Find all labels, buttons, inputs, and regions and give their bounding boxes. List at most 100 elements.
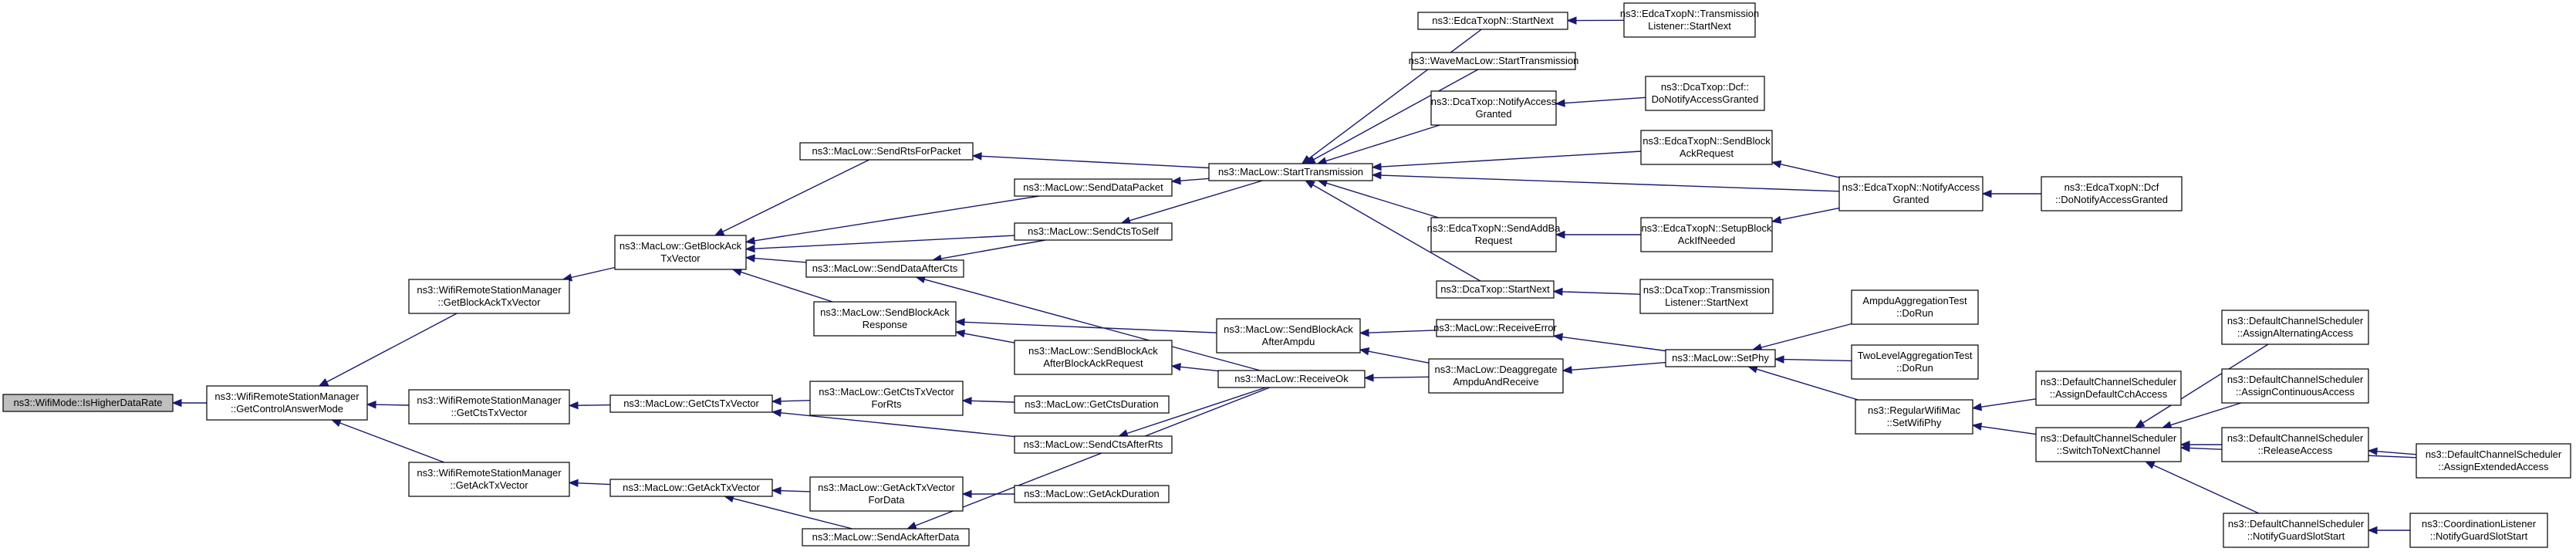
node-twoLevelTest[interactable]: TwoLevelAggregationTest::DoRun: [1851, 344, 1979, 380]
node-dcsSwitch[interactable]: ns3::DefaultChannelScheduler::SwitchToNe…: [2035, 427, 2182, 462]
node-sendRts[interactable]: ns3::MacLow::SendRtsForPacket: [799, 142, 974, 161]
arrowhead: [1305, 155, 1316, 164]
edge-line: [915, 387, 1271, 526]
arrowhead: [1971, 422, 1983, 431]
arrowhead: [568, 401, 579, 410]
node-box: [1014, 340, 1173, 375]
node-label: ::AssignContinuousAccess: [2236, 386, 2355, 398]
node-sendCtsAfterRts[interactable]: ns3::MacLow::SendCtsAfterRts: [1014, 435, 1173, 454]
node-mlGetBlockAck[interactable]: ns3::MacLow::GetBlockAckTxVector: [614, 235, 747, 270]
node-box: [1640, 130, 1773, 165]
node-dcsAssignAlternating[interactable]: ns3::DefaultChannelScheduler::AssignAlte…: [2221, 310, 2369, 345]
node-label: ns3::MacLow::SendCtsAfterRts: [1024, 438, 1163, 450]
arrowhead: [2179, 444, 2190, 452]
node-dcsAssignContinuous[interactable]: ns3::DefaultChannelScheduler::AssignCont…: [2221, 368, 2369, 404]
node-wrsmGetBlockAck[interactable]: ns3::WifiRemoteStationManager::GetBlockA…: [408, 279, 570, 314]
node-label: TwoLevelAggregationTest: [1858, 350, 1973, 361]
node-box: [609, 394, 773, 413]
node-label: ns3::DefaultChannelScheduler: [2228, 518, 2365, 530]
node-edcaDcfDoNotify[interactable]: ns3::EdcaTxopN::Dcf::DoNotifyAccessGrant…: [2041, 176, 2183, 212]
arrowhead: [1371, 162, 1382, 171]
node-dcsAssignDefaultCch[interactable]: ns3::DefaultChannelScheduler::AssignDefa…: [2035, 371, 2182, 406]
edge-line: [375, 404, 410, 406]
node-receiveError[interactable]: ns3::MacLow::ReceiveError: [1433, 319, 1558, 337]
node-label: ns3::CoordinationListener: [2422, 518, 2537, 530]
node-getAckDuration[interactable]: ns3::MacLow::GetAckDuration: [1014, 485, 1170, 503]
edge-line: [981, 155, 1210, 169]
arrowhead: [1359, 328, 1369, 337]
edge-wrsmGetCts-to-getControlAnswerMode: [366, 400, 410, 409]
node-label: ::GetAckTxVector: [450, 479, 528, 491]
node-wrsmGetCts[interactable]: ns3::WifiRemoteStationManager::GetCtsTxV…: [408, 389, 570, 425]
node-box: [614, 235, 747, 270]
node-box: [2221, 427, 2369, 462]
node-waveStartTx[interactable]: ns3::WaveMacLow::StartTransmission: [1409, 52, 1579, 70]
node-label: AfterAmpdu: [1262, 336, 1315, 347]
node-box: [1014, 485, 1170, 503]
node-label: ns3::MacLow::GetAckTxVector: [623, 482, 760, 493]
node-dcsAssignExtended[interactable]: ns3::DefaultChannelScheduler::AssignExte…: [2416, 443, 2571, 479]
node-mlGetCts[interactable]: ns3::MacLow::GetCtsTxVector: [609, 394, 773, 413]
node-label: AmpduAggregationTest: [1862, 295, 1967, 306]
node-box: [206, 385, 368, 421]
arrowhead: [171, 398, 182, 408]
node-sendBlockAckAfterReq[interactable]: ns3::MacLow::SendBlockAckAfterBlockAckRe…: [1014, 340, 1173, 375]
node-edcaTlStartNext[interactable]: ns3::EdcaTxopN::TransmissionListener::St…: [1620, 2, 1759, 38]
edge-sendBlockAckAfterAmpdu-to-sendBlockAckResp: [954, 318, 1217, 333]
node-label: ns3::EdcaTxopN::Dcf: [2065, 181, 2159, 193]
node-label: Listener::StartNext: [1648, 20, 1731, 32]
node-label: ns3::MacLow::GetAckTxVector: [818, 482, 955, 493]
node-dcfDoNotify[interactable]: ns3::DcaTxop::Dcf::DoNotifyAccessGranted: [1645, 76, 1765, 111]
node-label: ForData: [869, 494, 906, 506]
node-coordNotifyGuard[interactable]: ns3::CoordinationListener::NotifyGuardSl…: [2409, 513, 2548, 548]
node-wrsmGetAck[interactable]: ns3::WifiRemoteStationManager::GetAckTxV…: [408, 462, 570, 497]
node-ampduTest[interactable]: AmpduAggregationTest::DoRun: [1851, 289, 1979, 325]
node-dcaTlStartNext[interactable]: ns3::DcaTxop::TransmissionListener::Star…: [1639, 279, 1774, 314]
node-receiveOk[interactable]: ns3::MacLow::ReceiveOk: [1217, 370, 1366, 388]
arrowhead: [1771, 160, 1782, 168]
node-edcaStartNext[interactable]: ns3::EdcaTxopN::StartNext: [1417, 12, 1568, 30]
node-mlGetAck[interactable]: ns3::MacLow::GetAckTxVector: [609, 479, 773, 497]
node-label: ns3::RegularWifiMac: [1868, 404, 1960, 416]
edge-line: [1180, 178, 1210, 181]
edge-line: [780, 490, 811, 492]
node-setPhy[interactable]: ns3::MacLow::SetPhy: [1665, 349, 1776, 367]
node-label: ns3::MacLow::GetBlockAck: [620, 240, 742, 252]
node-box: [2035, 427, 2182, 462]
node-sendDataAfterCts[interactable]: ns3::MacLow::SendDataAfterCts: [805, 259, 964, 278]
node-label: ns3::MacLow::SendAckAfterData: [812, 531, 961, 543]
node-dcaNotifyGranted[interactable]: ns3::DcaTxop::NotifyAccessGranted: [1430, 90, 1557, 126]
node-box: [1436, 319, 1555, 337]
node-startTransmission[interactable]: ns3::MacLow::StartTransmission: [1208, 163, 1373, 181]
edge-receiveOk-to-sendAckAfterData: [906, 387, 1271, 530]
node-box: [1217, 370, 1366, 388]
node-label: AmpduAndReceive: [1453, 376, 1538, 387]
node-sendCtsToSelf[interactable]: ns3::MacLow::SendCtsToSelf: [1014, 222, 1173, 241]
node-label: ::NotifyGuardSlotStart: [2247, 530, 2345, 542]
node-dcsNotifyGuard[interactable]: ns3::DefaultChannelScheduler::NotifyGuar…: [2223, 513, 2369, 548]
node-sendDataPacket[interactable]: ns3::MacLow::SendDataPacket: [1014, 178, 1173, 197]
edge-line: [754, 257, 807, 263]
node-edcaNotifyGranted[interactable]: ns3::EdcaTxopN::NotifyAccessGranted: [1838, 176, 1983, 212]
node-getCtsDuration[interactable]: ns3::MacLow::GetCtsDuration: [1014, 395, 1170, 414]
node-regularSetWifiPhy[interactable]: ns3::RegularWifiMac::SetWifiPhy: [1855, 399, 1973, 435]
node-box: [1640, 217, 1773, 252]
node-root[interactable]: ns3::WifiMode::IsHigherDataRate: [2, 394, 174, 412]
node-label: ::NotifyGuardSlotStart: [2430, 530, 2528, 542]
node-getControlAnswerMode[interactable]: ns3::WifiRemoteStationManager::GetContro…: [206, 385, 368, 421]
node-dcaStartNext[interactable]: ns3::DcaTxop::StartNext: [1436, 280, 1555, 299]
edge-line: [2376, 451, 2417, 455]
arrowhead: [1561, 366, 1572, 374]
node-sendAckAfterData[interactable]: ns3::MacLow::SendAckAfterData: [802, 528, 970, 547]
node-dcsRelease[interactable]: ns3::DefaultChannelScheduler::ReleaseAcc…: [2221, 427, 2369, 462]
edge-line: [571, 266, 616, 279]
arrowhead: [1555, 230, 1565, 239]
